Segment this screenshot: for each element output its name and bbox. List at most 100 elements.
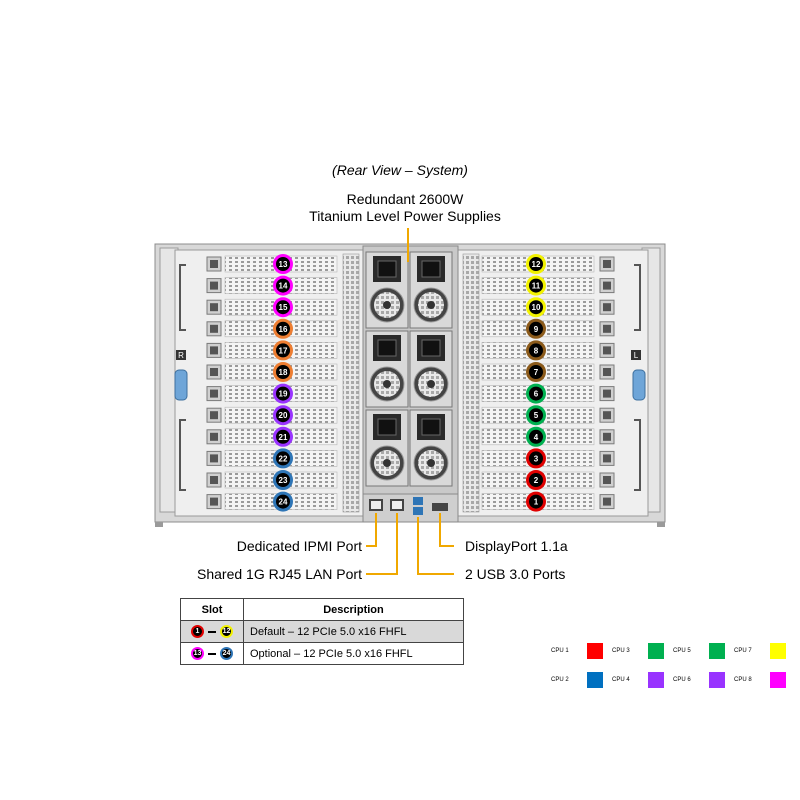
cpu-legend-swatch — [709, 643, 725, 659]
slot-bracket-hole — [603, 497, 611, 506]
slot-bracket-hole — [603, 281, 611, 290]
psu-socket-inlet — [421, 418, 441, 436]
slot-number: 6 — [534, 390, 539, 399]
slot-marker-24 — [273, 491, 293, 512]
psu-fan-hub — [427, 301, 435, 309]
cpu-legend-item: CPU 7 — [734, 643, 786, 659]
slot-marker-12 — [526, 254, 546, 274]
psu-socket-inlet — [377, 339, 397, 357]
cpu-legend-swatch — [770, 672, 786, 688]
slot-marker-14 — [273, 275, 293, 296]
slot-marker-19 — [273, 383, 293, 404]
slot-number: 2 — [534, 476, 539, 485]
slot-number: 24 — [279, 498, 288, 507]
psu-module[interactable] — [365, 330, 409, 408]
slot-marker-17 — [273, 340, 293, 361]
displayport-callout: DisplayPort 1.1a — [465, 538, 568, 554]
slot-marker-23 — [273, 470, 293, 490]
chassis-label-right: L — [634, 351, 639, 360]
left-handle[interactable] — [174, 264, 188, 491]
psu-socket-inlet — [377, 260, 397, 278]
slot-marker-16 — [273, 318, 293, 339]
slot-marker-18 — [273, 362, 293, 382]
slot-bracket-hole — [603, 368, 611, 376]
slot-number: 22 — [279, 454, 288, 463]
io-panel — [369, 497, 448, 515]
cpu-legend-swatch — [648, 672, 664, 688]
cpu-legend-label: CPU 3 — [612, 648, 630, 654]
slot-number: 7 — [534, 368, 539, 377]
slot-marker-1 — [526, 491, 546, 512]
slot-marker-10 — [526, 297, 546, 318]
psu-fan-hub — [383, 459, 391, 467]
psu-module[interactable] — [365, 409, 409, 487]
cpu-legend-label: CPU 5 — [673, 648, 691, 654]
slot-marker-21 — [273, 426, 293, 447]
slot-bracket-hole — [603, 411, 611, 420]
slot-bracket-hole — [603, 346, 611, 355]
slot-number: 19 — [279, 390, 288, 399]
slot-description: Default – 12 PCIe 5.0 x16 FHFL — [243, 620, 464, 643]
cpu-legend-item: CPU 6 — [673, 672, 725, 688]
psu-socket-inlet — [377, 418, 397, 436]
slot-bracket-hole — [210, 303, 218, 312]
psu-bank — [365, 251, 453, 487]
usb-port-1[interactable] — [413, 497, 423, 505]
slot-number: 23 — [279, 476, 288, 485]
right-handle[interactable] — [632, 264, 646, 491]
slot-number: 4 — [534, 433, 539, 442]
slot-bracket-hole — [210, 476, 218, 484]
slot-range-cell: 1 12 — [180, 620, 244, 643]
slot-number: 10 — [532, 303, 541, 312]
slot-number: 14 — [279, 282, 288, 291]
psu-callout: Redundant 2600W Titanium Level Power Sup… — [250, 191, 560, 225]
slot-description: Optional – 12 PCIe 5.0 x16 FHFL — [243, 642, 464, 665]
slot-bracket-hole — [603, 432, 611, 441]
psu-socket-inlet — [421, 339, 441, 357]
slot-number: 20 — [279, 411, 288, 420]
cpu-legend-label: CPU 2 — [551, 677, 569, 683]
slot-marker-8 — [526, 340, 546, 361]
slot-marker-13 — [273, 254, 293, 274]
slot-bracket-hole — [210, 432, 218, 441]
slot-bracket-hole — [603, 389, 611, 398]
slot-marker-to: 12 — [220, 625, 233, 638]
psu-fan-hub — [427, 380, 435, 388]
slot-number: 12 — [532, 260, 541, 269]
slot-number: 16 — [279, 325, 288, 334]
psu-fan-hub — [383, 301, 391, 309]
slot-bracket-hole — [210, 368, 218, 376]
table-header-description: Description — [243, 598, 464, 621]
slot-number: 3 — [534, 454, 539, 463]
cpu-legend-swatch — [587, 643, 603, 659]
psu-module[interactable] — [409, 330, 453, 408]
diagram-caption: (Rear View – System) — [332, 162, 468, 178]
displayport[interactable] — [432, 503, 448, 511]
slot-number: 15 — [279, 303, 288, 312]
cpu-legend-item: CPU 4 — [612, 672, 664, 688]
psu-module[interactable] — [365, 251, 409, 329]
cpu-legend-label: CPU 8 — [734, 677, 752, 683]
slot-marker-11 — [526, 275, 546, 296]
slot-number: 21 — [279, 433, 288, 442]
slot-bracket-hole — [210, 260, 218, 268]
slot-marker-6 — [526, 383, 546, 404]
slot-bracket-hole — [603, 260, 611, 268]
slot-number: 5 — [534, 411, 539, 420]
table-row: 13 24 Optional – 12 PCIe 5.0 x16 FHFL — [180, 642, 464, 665]
slot-number: 9 — [534, 325, 539, 334]
slot-marker-7 — [526, 362, 546, 382]
lan-callout: Shared 1G RJ45 LAN Port — [197, 566, 362, 582]
psu-module[interactable] — [409, 251, 453, 329]
slot-bracket-hole — [603, 303, 611, 312]
cpu-legend-item: CPU 1 — [551, 643, 603, 659]
psu-module[interactable] — [409, 409, 453, 487]
usb-port-2[interactable] — [413, 507, 423, 515]
psu-fan-hub — [427, 459, 435, 467]
slot-number: 1 — [534, 498, 539, 507]
side-grill — [462, 253, 480, 513]
slot-number: 11 — [532, 282, 541, 291]
